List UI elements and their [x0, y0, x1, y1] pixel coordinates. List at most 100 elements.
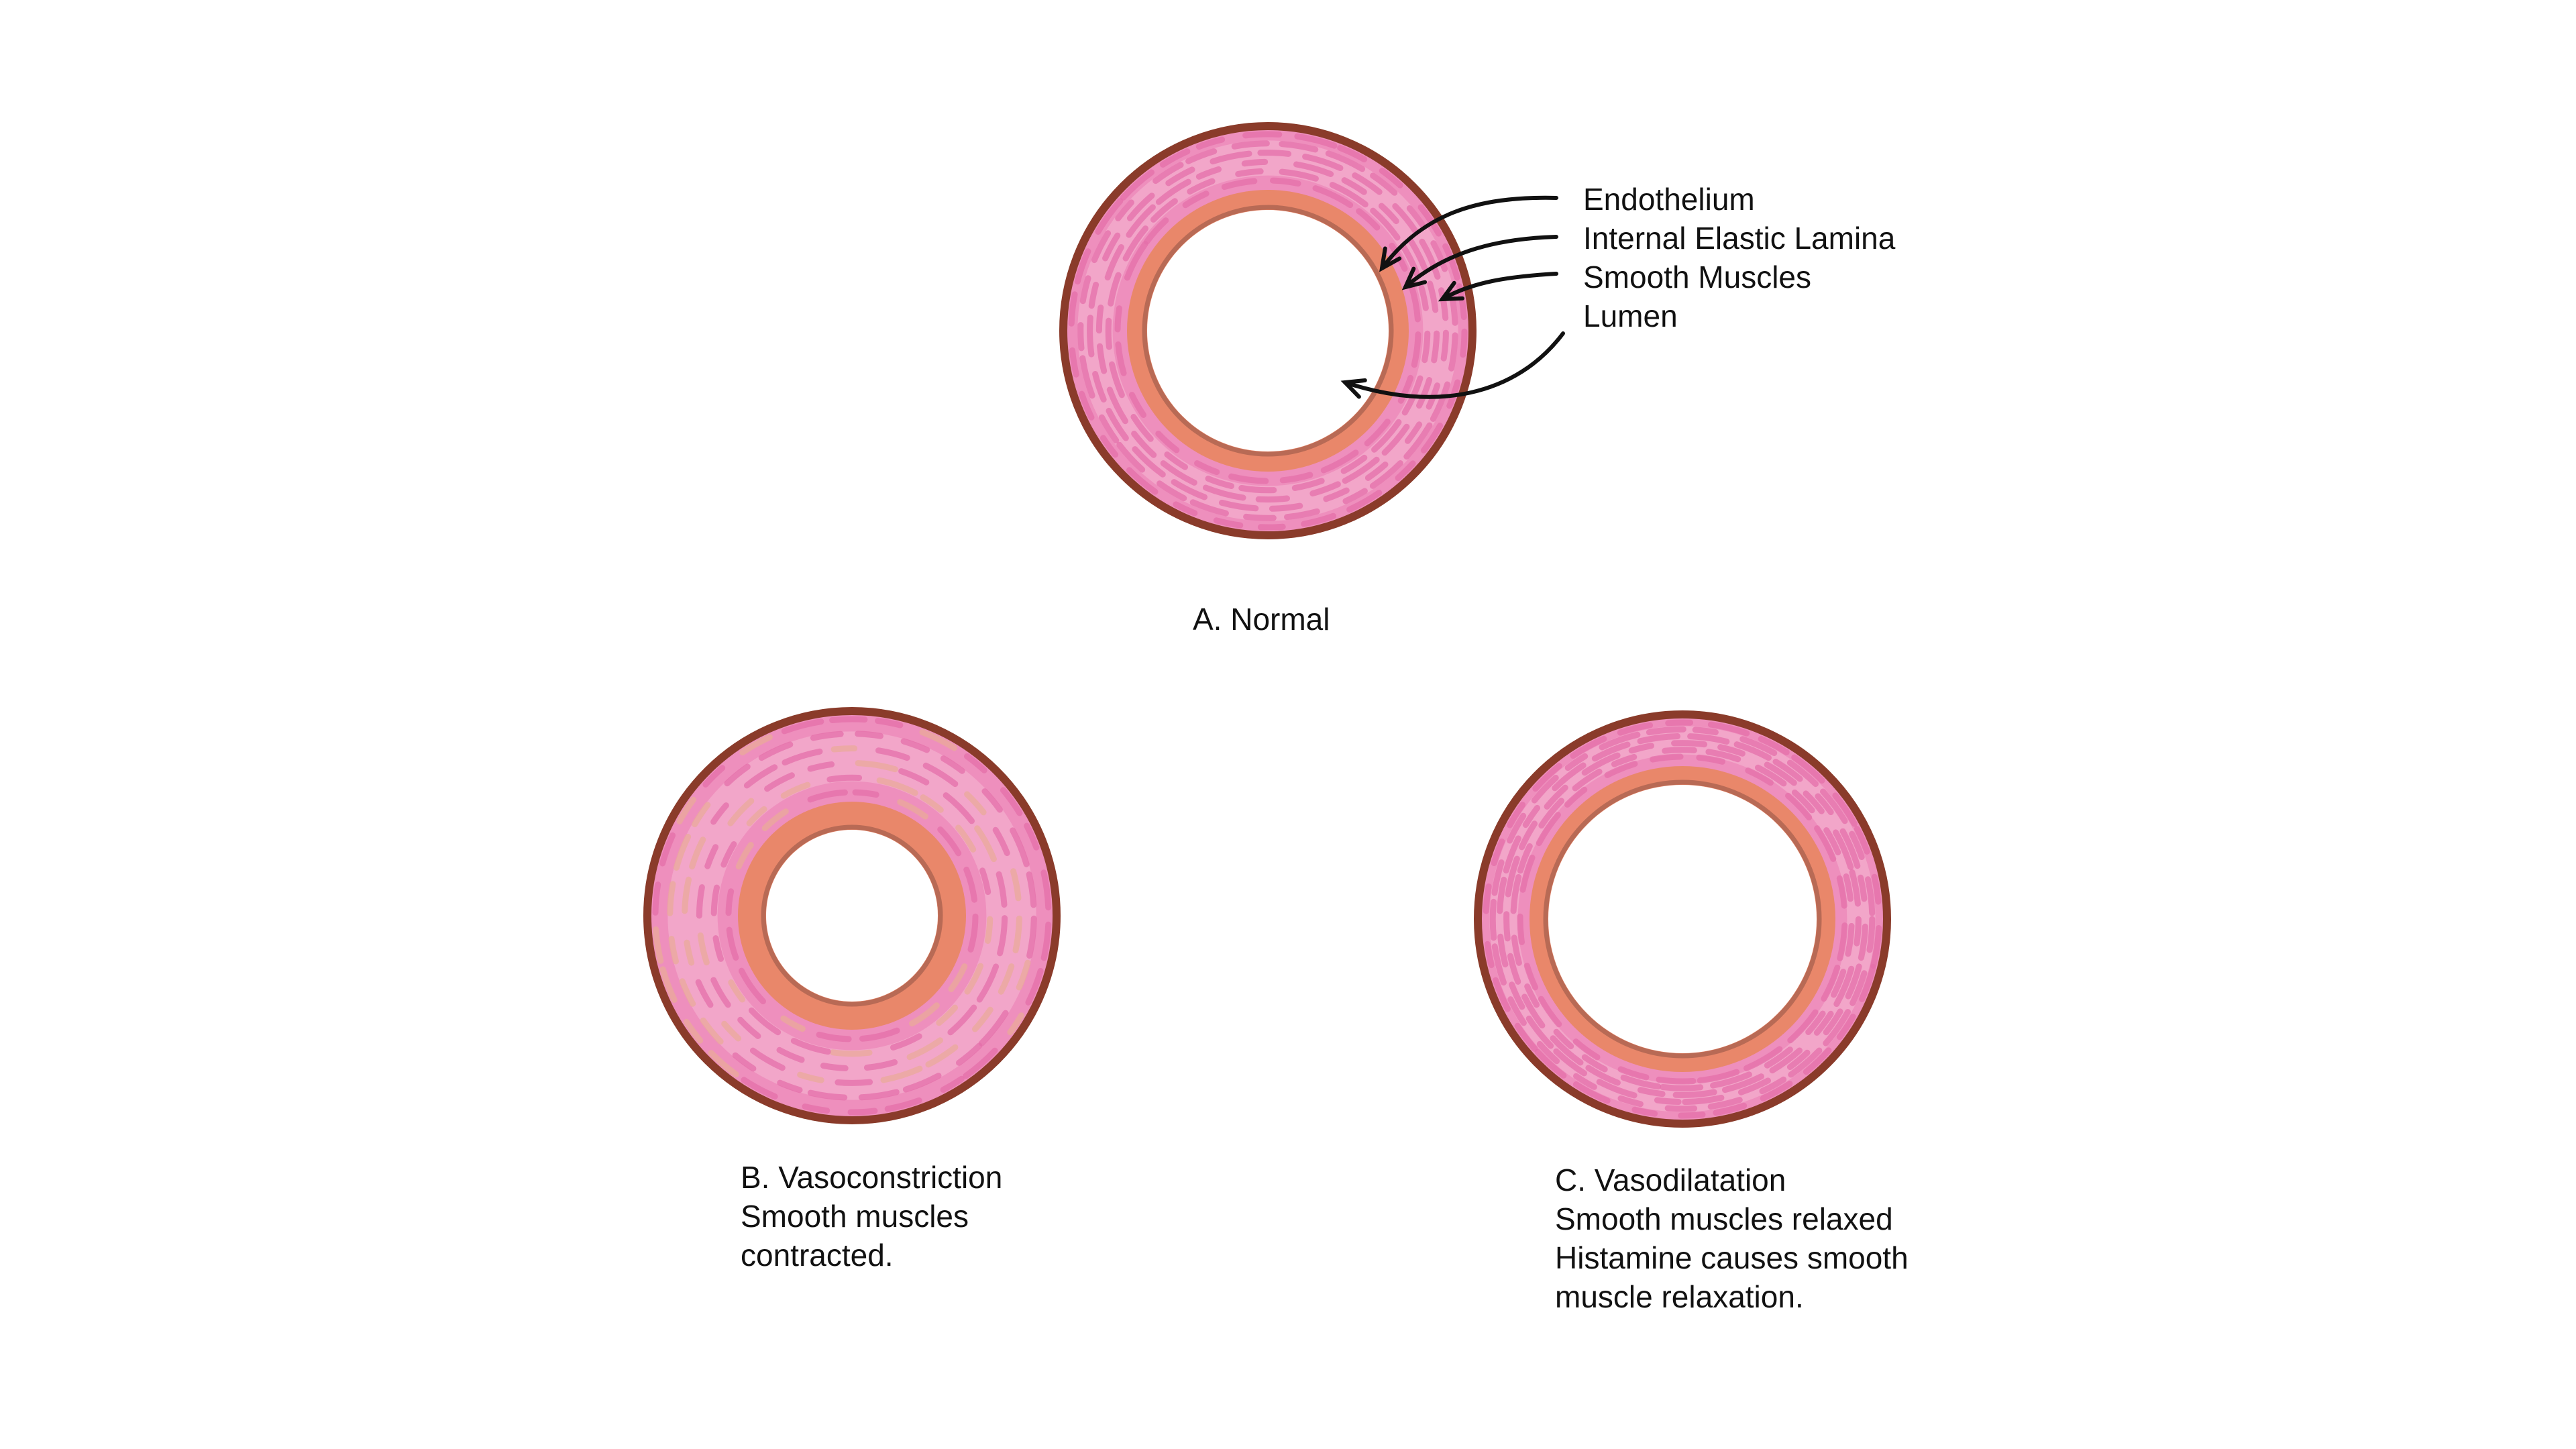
- muscle-fiber: [1079, 275, 1091, 305]
- muscle-fiber: [876, 777, 918, 796]
- muscle-fiber: [1040, 869, 1052, 911]
- muscle-fiber: [807, 789, 848, 803]
- muscle-fiber: [1769, 1047, 1803, 1074]
- muscle-fiber: [1671, 740, 1708, 748]
- muscle-fiber: [710, 802, 729, 825]
- muscle-fiber: [1205, 476, 1234, 489]
- muscle-fiber: [1438, 287, 1449, 321]
- muscle-fiber: [1531, 775, 1559, 804]
- muscle-fiber: [797, 1071, 824, 1083]
- muscle-fiber: [1104, 244, 1124, 281]
- caption-vasodilatation-line3: Histamine causes smooth: [1555, 1240, 1909, 1275]
- muscle-fiber: [1279, 168, 1319, 182]
- muscle-fiber: [1320, 449, 1359, 474]
- muscle-fiber: [1088, 282, 1099, 309]
- muscle-fiber: [816, 1031, 852, 1042]
- muscle-fiber: [1503, 835, 1521, 874]
- caption-vasodilatation-line2: Smooth muscles relaxed: [1555, 1201, 1893, 1236]
- caption-vasoconstriction-line1: B. Vasoconstriction: [741, 1160, 1003, 1195]
- muscle-fiber: [1404, 421, 1423, 444]
- muscle-fiber: [1356, 208, 1381, 231]
- muscle-fiber: [1858, 874, 1868, 902]
- muscle-fiber: [1378, 203, 1399, 225]
- muscle-fiber: [700, 1017, 724, 1044]
- muscle-fiber: [855, 731, 883, 739]
- muscle-fiber: [1126, 193, 1155, 221]
- muscle-fiber: [780, 1015, 806, 1032]
- muscle-fiber: [682, 876, 692, 914]
- muscle-fiber: [1823, 827, 1841, 856]
- muscle-fiber: [1221, 178, 1258, 191]
- muscle-fiber: [1291, 478, 1325, 491]
- muscle-fiber: [1238, 485, 1277, 494]
- muscle-fiber: [1026, 871, 1037, 908]
- muscle-fiber: [1803, 1047, 1832, 1075]
- muscle-fiber: [1845, 963, 1862, 1000]
- muscle-fiber: [1460, 328, 1468, 358]
- muscle-fiber: [1165, 166, 1195, 186]
- muscle-fiber: [1087, 315, 1095, 358]
- muscle-fiber: [943, 792, 975, 824]
- muscle-fiber: [826, 774, 863, 783]
- muscle-fiber: [1662, 747, 1697, 754]
- muscle-fiber: [739, 734, 773, 756]
- muscle-fiber: [1832, 792, 1858, 827]
- muscle-fiber: [1564, 786, 1588, 808]
- muscle-fiber: [695, 979, 714, 1008]
- muscle-fiber: [884, 1097, 922, 1112]
- muscle-fiber: [1100, 435, 1119, 458]
- muscle-fiber: [920, 794, 944, 813]
- muscle-fiber: [689, 837, 706, 870]
- smooth-muscle-layer: [667, 731, 1036, 1100]
- muscle-fiber: [1099, 414, 1120, 443]
- muscle-fiber: [1109, 361, 1125, 398]
- arrow-endothelium: [1380, 195, 1558, 270]
- muscle-fiber: [1536, 1040, 1560, 1065]
- muscle-fiber: [1341, 177, 1367, 195]
- muscle-fiber: [1552, 762, 1587, 792]
- muscle-fiber: [1115, 199, 1134, 221]
- muscle-fiber: [1108, 272, 1122, 307]
- muscle-fiber: [1369, 460, 1403, 489]
- muscle-fiber: [1521, 994, 1546, 1029]
- muscle-fiber: [947, 1004, 977, 1036]
- muscle-fiber: [902, 1073, 942, 1093]
- muscle-fiber: [668, 936, 679, 965]
- muscle-fiber: [697, 932, 710, 966]
- muscle-fiber: [1364, 462, 1389, 481]
- muscle-fiber: [761, 808, 789, 832]
- muscle-fiber: [1074, 248, 1091, 285]
- muscle-fiber: [1025, 968, 1044, 1006]
- muscle-fiber: [1106, 386, 1128, 425]
- muscle-fiber: [919, 729, 958, 751]
- muscle-fiber: [1411, 331, 1421, 368]
- muscle-fiber: [922, 762, 959, 788]
- muscle-fiber: [1839, 828, 1861, 869]
- muscle-fiber: [974, 825, 997, 863]
- muscle-fiber: [1672, 1089, 1717, 1098]
- muscle-fiber: [890, 1033, 922, 1051]
- muscle-fiber: [1128, 392, 1146, 418]
- lumen: [1147, 210, 1389, 451]
- muscle-fiber: [1430, 240, 1448, 272]
- muscle-fiber: [858, 1089, 900, 1101]
- muscle-fiber: [1509, 981, 1525, 1010]
- muscle-fiber: [1815, 793, 1834, 816]
- muscle-fiber: [1016, 959, 1031, 991]
- muscle-fiber: [984, 916, 994, 944]
- muscle-fiber: [863, 1059, 898, 1071]
- muscle-fiber: [1301, 513, 1337, 527]
- muscle-fiber: [1787, 1009, 1819, 1044]
- muscle-fiber: [727, 798, 755, 826]
- muscle-fiber: [1705, 749, 1741, 763]
- muscle-fiber: [1095, 305, 1104, 334]
- muscle-fiber: [1637, 733, 1681, 745]
- muscle-fiber: [1599, 731, 1641, 751]
- muscle-fiber: [1010, 868, 1022, 902]
- muscle-fiber: [1483, 883, 1492, 914]
- muscle-fiber: [1687, 733, 1730, 745]
- muscle-fiber: [964, 791, 987, 816]
- muscle-fiber: [1759, 1076, 1787, 1095]
